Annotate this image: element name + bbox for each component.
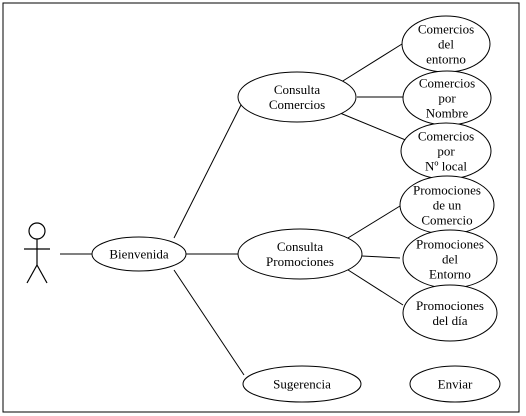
- label-line: Comercios: [418, 129, 474, 144]
- label-line: Consulta: [274, 82, 320, 97]
- label-line: de un: [433, 198, 462, 213]
- label-line: Comercio: [421, 213, 472, 228]
- label-line: por: [438, 91, 456, 106]
- usecase-consulta-comercios[interactable]: [237, 71, 357, 123]
- label-line: Nombre: [426, 106, 469, 121]
- use-case-ellipses: [91, 15, 501, 403]
- label-line: por: [437, 144, 455, 159]
- line-comercios-local: [339, 112, 409, 142]
- usecase-enviar[interactable]: [409, 365, 501, 403]
- line-promociones-entorno: [361, 255, 401, 259]
- label-line: Enviar: [438, 377, 473, 392]
- line-bienvenida-sugerencia: [173, 269, 245, 376]
- stick-figure-actor-icon: [24, 222, 50, 284]
- label-line: Consulta: [277, 239, 323, 254]
- label-enviar: Enviar: [438, 377, 473, 392]
- usecase-sugerencia[interactable]: [242, 365, 362, 403]
- label-line: Promociones: [266, 254, 334, 269]
- label-bienvenida: Bienvenida: [109, 247, 168, 262]
- label-line: Promociones: [413, 183, 481, 198]
- label-line: del: [438, 37, 454, 52]
- usecase-consulta-promociones[interactable]: [237, 228, 363, 280]
- label-line: Sugerencia: [273, 377, 331, 392]
- label-line: Promociones: [416, 298, 484, 313]
- label-line: del día: [432, 313, 467, 328]
- label-line: Comercios: [269, 97, 325, 112]
- label-line: Entorno: [429, 267, 471, 282]
- connectors: [60, 43, 409, 376]
- label-line: del: [442, 252, 458, 267]
- label-sugerencia: Sugerencia: [273, 377, 331, 392]
- usecase-bienvenida[interactable]: [91, 236, 187, 272]
- usecase-promociones-dia[interactable]: [402, 284, 498, 342]
- line-promociones-dia: [344, 267, 404, 306]
- label-line: Bienvenida: [109, 247, 168, 262]
- label-line: Comercios: [418, 22, 474, 37]
- line-promociones-comercio: [342, 205, 401, 242]
- line-comercios-entorno: [337, 43, 403, 85]
- label-line: Promociones: [416, 237, 484, 252]
- line-bienvenida-consulta-comercios: [173, 102, 243, 239]
- label-line: entorno: [426, 52, 466, 67]
- diagram-frame: [2, 2, 520, 413]
- label-line: Comercios: [419, 76, 475, 91]
- label-line: Nº local: [425, 159, 467, 174]
